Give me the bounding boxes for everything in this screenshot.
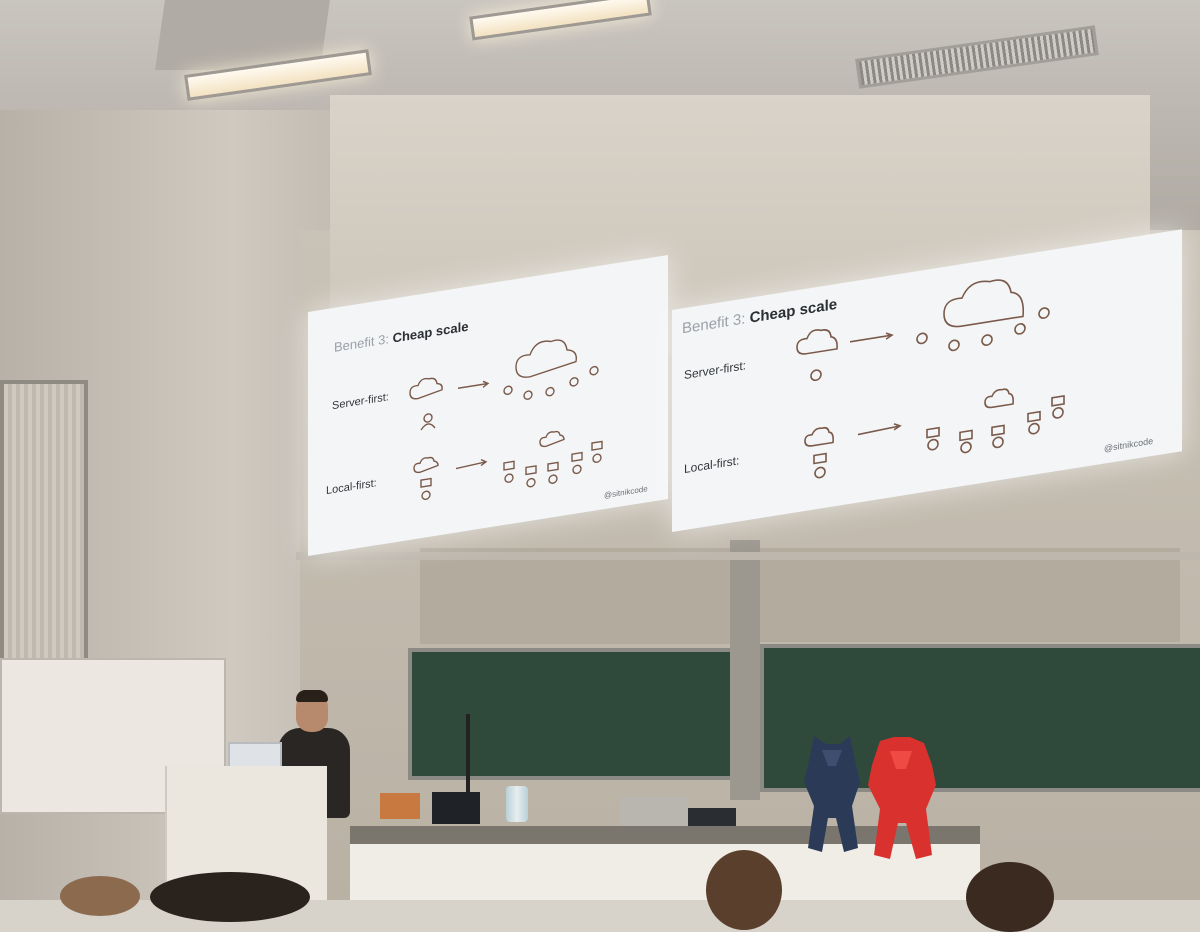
blue-bear-sculpture <box>804 736 860 852</box>
laptop-icon <box>503 460 515 471</box>
laptop-icon <box>991 424 1005 437</box>
laptop-icon <box>959 429 973 442</box>
audience-head <box>706 850 782 930</box>
screen-bottom-bar <box>296 552 1200 560</box>
slide-left: Benefit 3: Cheap scale Server-first: Loc… <box>308 254 668 556</box>
orange-box <box>380 793 420 819</box>
scale-diagram <box>796 279 1065 479</box>
water-bottles <box>506 786 528 822</box>
person-icon <box>1028 422 1040 435</box>
person-icon <box>916 332 928 345</box>
laptop-icon <box>420 477 432 488</box>
lecture-desk <box>350 826 980 900</box>
desk-monitor <box>688 808 736 828</box>
person-icon <box>589 365 599 376</box>
grey-box <box>620 797 688 831</box>
person-icon <box>592 453 602 463</box>
laptop-icon <box>591 440 603 451</box>
person-icon <box>810 369 822 382</box>
cloud-icon <box>413 456 439 474</box>
slide-right: Benefit 3: Cheap scale Server-first: Loc… <box>672 229 1182 532</box>
person-icon <box>572 464 582 475</box>
cloud-icon <box>539 430 565 448</box>
arrow-icon <box>458 380 490 389</box>
desk-laptop <box>432 792 480 824</box>
person-icon <box>548 474 558 484</box>
laptop-icon <box>1027 410 1041 423</box>
person-icon <box>992 436 1004 449</box>
cloud-icon <box>984 388 1014 409</box>
audience-head <box>966 862 1054 932</box>
cloud-icon <box>943 279 1025 328</box>
laptop-icon <box>547 461 559 472</box>
person-icon <box>927 438 939 451</box>
person-icon <box>1038 307 1050 319</box>
laptop-icon <box>813 452 827 465</box>
laptop-icon <box>525 465 537 476</box>
laptop-icon <box>571 451 583 462</box>
person-icon <box>545 386 555 397</box>
cloud-icon <box>409 377 443 400</box>
cloud-icon <box>796 329 838 355</box>
audience-head <box>60 876 140 916</box>
person-icon <box>814 466 826 479</box>
person-icon <box>504 473 514 483</box>
audience-head <box>150 872 310 922</box>
laptop-icon <box>926 426 940 439</box>
person-icon <box>960 441 972 454</box>
cloud-icon <box>515 339 577 378</box>
arrow-icon <box>455 458 488 470</box>
person-icon <box>523 390 533 400</box>
arrow-icon <box>850 332 894 343</box>
upper-board-panel <box>420 548 730 644</box>
window-blind <box>0 380 88 668</box>
person-icon <box>503 385 513 396</box>
red-bear-sculpture <box>868 737 936 859</box>
person-icon <box>423 413 433 423</box>
chalkboard-left <box>408 648 738 780</box>
board-frame-post <box>730 540 760 800</box>
person-icon <box>569 377 579 387</box>
speaker-hair <box>296 690 328 702</box>
camera-tripod <box>466 714 470 814</box>
person-icon <box>1052 406 1064 419</box>
person-icon <box>1014 323 1026 335</box>
person-icon <box>948 339 960 352</box>
cloud-icon <box>804 426 834 447</box>
person-icon <box>981 334 993 346</box>
upper-board-panel <box>760 548 1180 642</box>
person-icon <box>420 423 436 431</box>
arrow-icon <box>857 423 902 436</box>
person-icon <box>526 477 536 488</box>
person-icon <box>421 490 431 501</box>
scale-diagram <box>409 339 603 501</box>
laptop-icon <box>1051 394 1065 407</box>
